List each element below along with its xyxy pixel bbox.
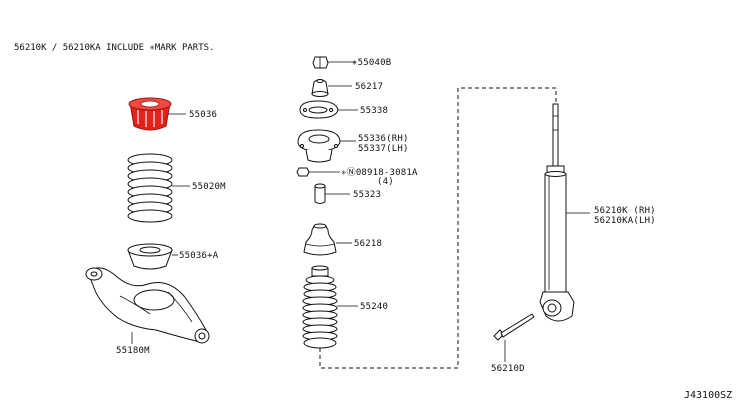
label-bushing[interactable]: 55323 (353, 190, 381, 200)
label-coil-spring[interactable]: 55020M (192, 182, 226, 192)
label-absorber-lh[interactable]: 56210KA(LH) (594, 216, 656, 226)
label-absorber-rh[interactable]: 56210K (RH) (594, 206, 656, 216)
lower-spring-seat[interactable] (127, 243, 173, 270)
mounting-bolt[interactable] (493, 313, 535, 341)
label-nut-line2[interactable]: (4) (377, 177, 394, 187)
label-spring-seat-lower[interactable]: 55036+A (179, 251, 219, 261)
top-nut[interactable] (312, 56, 329, 69)
assembly-bracket-dashed (319, 87, 557, 369)
label-nut-top[interactable]: ✳55040B (352, 58, 391, 68)
upper-spring-seat-highlighted[interactable] (128, 97, 172, 131)
upper-mount[interactable] (297, 129, 341, 163)
bump-cap[interactable] (311, 79, 329, 97)
header-note: 56210K / 56210KA INCLUDE ✳MARK PARTS. (14, 43, 214, 53)
lower-arm[interactable] (85, 267, 210, 344)
shock-absorber[interactable] (539, 103, 575, 322)
diagram-code: J43100SZ (684, 390, 732, 401)
bushing-sleeve[interactable] (314, 183, 326, 204)
label-lower-arm[interactable]: 55180M (116, 346, 150, 356)
label-bound-bumper[interactable]: 56218 (354, 239, 382, 249)
label-spring-seat-upper[interactable]: 55036 (189, 110, 217, 120)
label-mount-lh[interactable]: 55337(LH) (358, 144, 409, 154)
coil-spring[interactable] (127, 153, 173, 223)
dust-cover-bellows[interactable] (302, 265, 338, 349)
label-bump-cap[interactable]: 56217 (355, 82, 383, 92)
label-dust-cover[interactable]: 55240 (360, 302, 388, 312)
label-mount-rh[interactable]: 55336(RH) (358, 134, 409, 144)
bound-bumper[interactable] (303, 223, 337, 256)
label-washer[interactable]: 55338 (360, 106, 388, 116)
label-bolt[interactable]: 56210D (491, 364, 525, 374)
label-nut-line1[interactable]: ✳Ⓝ08918-3081A (341, 167, 418, 178)
washer-plate[interactable] (299, 100, 339, 119)
small-nut[interactable] (296, 167, 310, 177)
